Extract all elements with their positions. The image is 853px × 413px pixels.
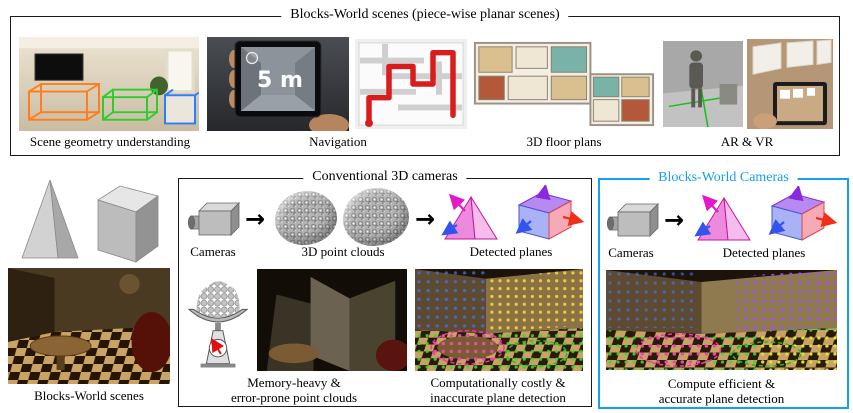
planes-pyramid-cube-icon (441, 185, 585, 240)
camera-3d-icon (187, 202, 240, 236)
vr-image (747, 39, 833, 129)
caption-memory-line1: Memory-heavy & (247, 375, 341, 390)
label-detected-planes: Detected planes (469, 244, 553, 259)
dark-room-illustration (257, 269, 407, 371)
planes-pyramid-cube-icon (694, 186, 838, 241)
phone-distance-text: 5 m (257, 68, 303, 93)
camera-3d-icon (606, 203, 659, 237)
top-panel-title: Blocks-World scenes (piece-wise planar s… (281, 7, 569, 23)
label-cameras: Cameras (608, 245, 654, 260)
scale-icon (187, 271, 249, 371)
blocks-shapes-image (14, 172, 164, 264)
caption-efficient-line2: accurate plane detection (658, 391, 785, 406)
phone-navigation-illustration: 5 m (207, 37, 349, 131)
caption-navigation: Navigation (309, 134, 367, 149)
noisy-point-cloud-photo (257, 269, 407, 371)
blocks-world-panel: Blocks-World Cameras → (598, 170, 849, 409)
point-cloud-blob-1 (275, 191, 337, 245)
caption-costly-line2: inaccurate plane detection (430, 390, 566, 405)
detected-planes-icon (439, 185, 585, 243)
weighing-scale-icon (187, 281, 249, 368)
label-cameras: Cameras (190, 244, 236, 259)
caption-blocks-world-scenes: Blocks-World scenes (34, 388, 144, 403)
maze-illustration (355, 39, 467, 129)
caption-memory-line2: error-prone point clouds (230, 390, 358, 405)
caption-costly: Computationally costly & inaccurate plan… (409, 375, 587, 405)
caption-costly-line1: Computationally costly & (430, 375, 566, 390)
caption-efficient-line1: Compute efficient & (667, 376, 776, 391)
caption-floor-plans: 3D floor plans (526, 134, 602, 149)
arrow-right-icon: → (415, 205, 436, 233)
floorplan-image (471, 39, 657, 129)
dotted-detection-illustration (415, 269, 583, 371)
living-room-illustration (19, 37, 199, 131)
conventional-panel: Conventional 3D cameras → → (177, 169, 592, 407)
vr-tablet-illustration (747, 39, 833, 129)
conventional-panel-title: Conventional 3D cameras (303, 169, 467, 185)
caption-efficient: Compute efficient & accurate plane detec… (600, 376, 843, 406)
detected-planes-icon (692, 186, 838, 244)
caption-ar-vr: AR & VR (720, 134, 774, 149)
blocks-world-scene-photo (8, 268, 170, 384)
arrow-right-icon: → (664, 206, 685, 234)
camera-icon (185, 199, 245, 241)
scene-understanding-image (19, 37, 199, 131)
dotted-accurate-illustration (606, 270, 837, 370)
accurate-detection-photo (606, 270, 837, 370)
arrow-right-icon: → (245, 205, 266, 233)
point-cloud-blob-2 (343, 188, 409, 246)
top-panel: Blocks-World scenes (piece-wise planar s… (10, 7, 840, 156)
label-detected-planes: Detected planes (722, 245, 806, 260)
ar-image (663, 41, 743, 127)
ar-mannequin-illustration (663, 41, 743, 127)
inaccurate-detection-photo (415, 269, 583, 371)
camera-icon (604, 200, 664, 242)
checker-room-illustration (8, 268, 170, 384)
caption-memory-heavy: Memory-heavy & error-prone point clouds (177, 375, 411, 405)
caption-scene-geometry: Scene geometry understanding (29, 134, 191, 149)
label-point-clouds: 3D point clouds (301, 244, 385, 259)
phone-hud-icon (245, 51, 259, 65)
maze-image (355, 39, 467, 129)
blocks-world-panel-title: Blocks-World Cameras (649, 170, 798, 186)
floorplan-illustration (471, 39, 657, 129)
navigation-image: 5 m (207, 37, 349, 131)
gray-pyramid-cube-illustration (21, 179, 159, 263)
